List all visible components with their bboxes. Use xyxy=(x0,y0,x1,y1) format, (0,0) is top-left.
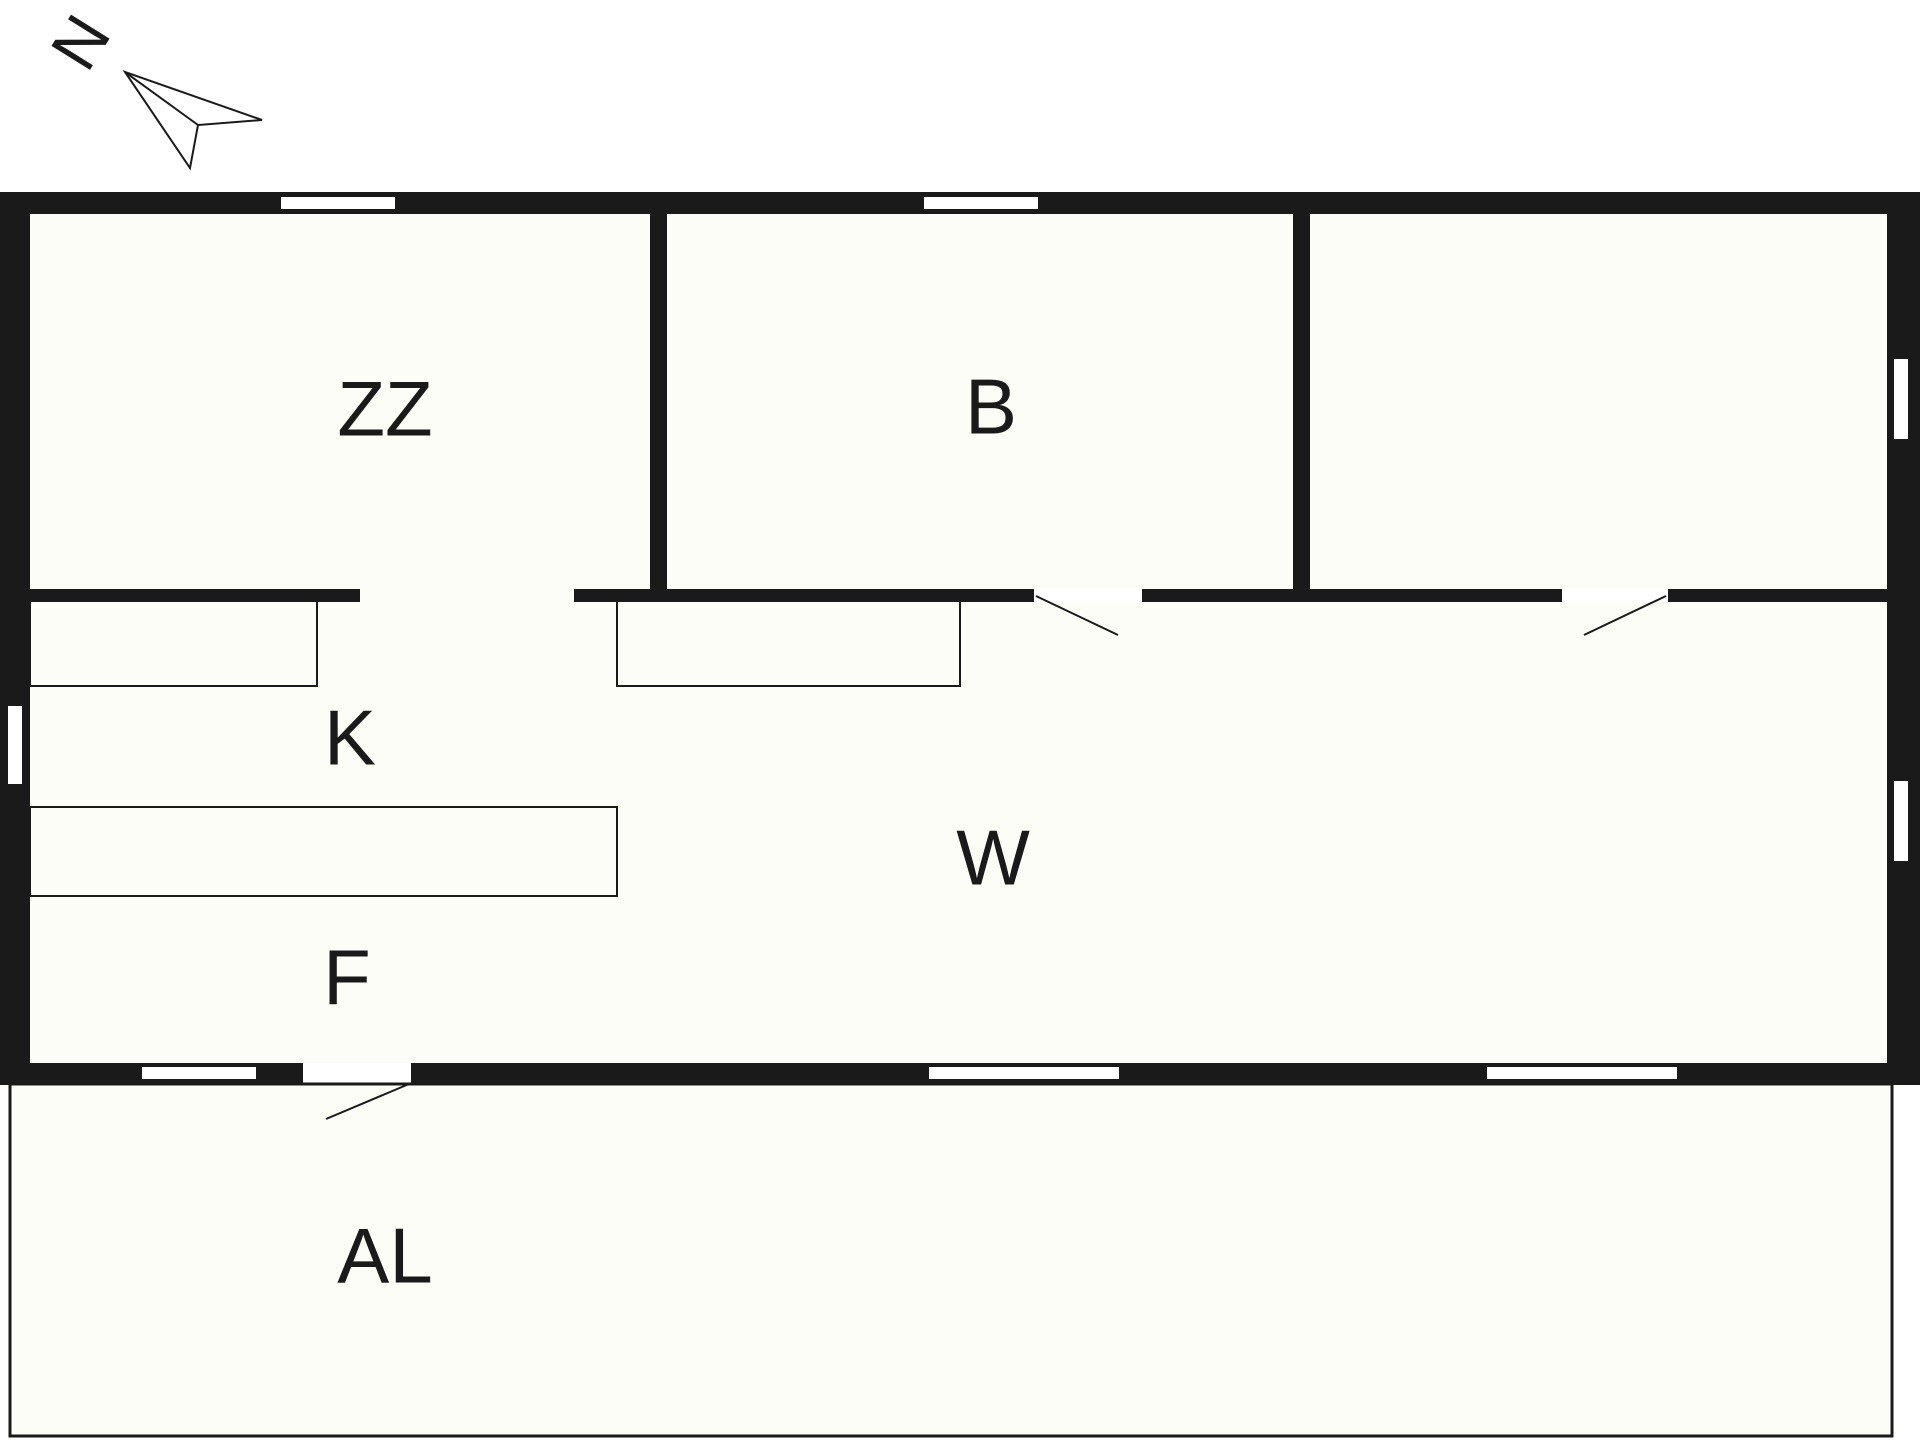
room-label-w: W xyxy=(956,814,1030,902)
wall-b-room3 xyxy=(1293,205,1310,600)
north-label: N xyxy=(36,2,124,82)
room-label-b: B xyxy=(965,363,1017,451)
wall-bedrooms-bottom-b xyxy=(1142,589,1562,602)
room-label-zz: ZZ xyxy=(337,365,432,453)
window-left xyxy=(6,704,24,786)
compass: N xyxy=(36,2,263,171)
window-bottom-middle xyxy=(927,1065,1121,1081)
window-bottom-right xyxy=(1485,1065,1679,1081)
kitchen-counter-upper xyxy=(29,599,318,687)
window-b-top xyxy=(922,195,1040,211)
door-swing-room3 xyxy=(1583,595,1667,636)
door-opening-b xyxy=(1034,589,1142,602)
room-label-al: AL xyxy=(337,1212,432,1300)
wall-bedrooms-bottom-a xyxy=(574,589,1034,602)
window-right-upper xyxy=(1892,357,1910,441)
windows xyxy=(6,195,1910,1081)
kitchen-counter-lower xyxy=(29,806,618,897)
door-swing-entrance xyxy=(325,1083,410,1120)
window-bottom-left xyxy=(140,1065,258,1081)
door-swing-b xyxy=(1035,595,1119,636)
door-opening-entrance xyxy=(303,1063,411,1085)
door-opening-room3 xyxy=(1562,589,1668,602)
al-outline xyxy=(8,1082,1894,1438)
wall-zz-b xyxy=(650,205,667,600)
north-arrow-divider xyxy=(124,71,199,126)
room-label-k: K xyxy=(324,694,376,782)
interior-walls xyxy=(20,205,1890,602)
window-right-lower xyxy=(1892,779,1910,863)
room-labels: ZZ B K W F AL xyxy=(323,363,1030,1300)
room-label-f: F xyxy=(323,934,371,1022)
al-floor xyxy=(10,1080,1894,1434)
wardrobe-unit xyxy=(616,599,961,687)
wall-zz-bottom xyxy=(20,589,360,602)
window-zz-top xyxy=(279,195,397,211)
wall-right xyxy=(1887,192,1920,1084)
wall-bedrooms-bottom-c xyxy=(1668,589,1890,602)
doors xyxy=(303,589,1668,1120)
wall-left xyxy=(0,192,30,1084)
fixtures xyxy=(29,599,961,897)
